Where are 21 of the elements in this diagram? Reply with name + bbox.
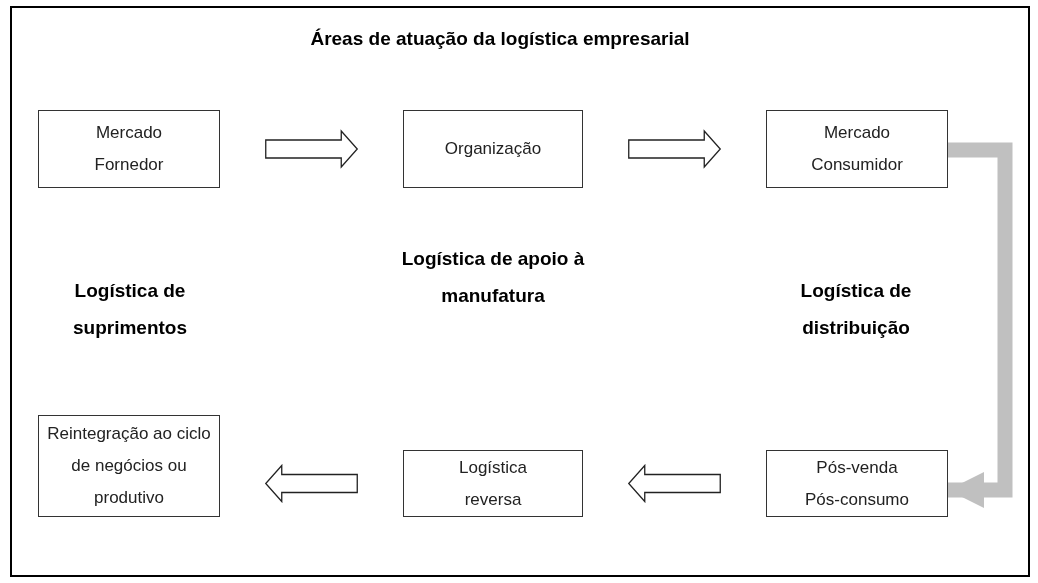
process-box [403, 110, 583, 188]
process-box [766, 450, 948, 517]
process-box [38, 415, 220, 517]
block-arrow [628, 129, 722, 169]
box-text: Logística reversa [457, 456, 528, 511]
process-box [766, 110, 948, 188]
block-arrow [264, 463, 358, 504]
box-text: Pós-venda Pós-consumo [804, 456, 910, 511]
title: Áreas de atuação da logística empresarial [309, 28, 691, 50]
block-arrow [265, 129, 359, 169]
process-box [403, 450, 583, 517]
process-box [38, 110, 220, 188]
area-label: Logística de suprimentos [72, 279, 188, 340]
box-text: Mercado Consumidor [810, 122, 904, 176]
box-text: Mercado Fornedor [93, 122, 165, 176]
box-text: Organização [444, 138, 542, 160]
block-arrow [627, 463, 721, 504]
area-label: Logística de distribuição [799, 279, 913, 340]
area-label: Logística de apoio à manufatura [400, 247, 586, 308]
bent-arrow [948, 142, 1013, 508]
box-text: Reintegração ao ciclo de negócios ou produtivo [46, 423, 212, 509]
